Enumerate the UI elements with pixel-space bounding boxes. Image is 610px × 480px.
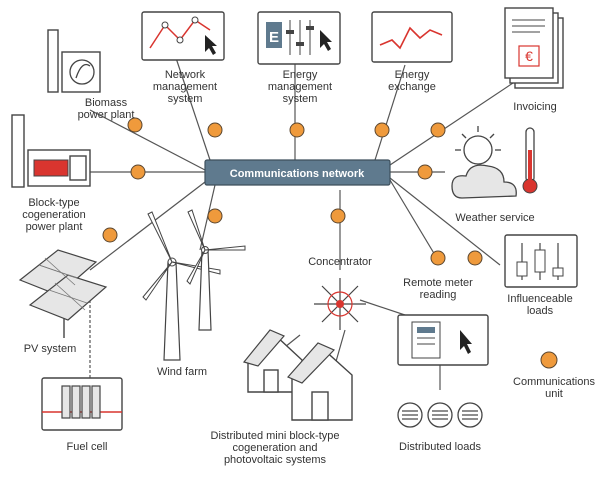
label-wind: Wind farm [156,366,208,378]
distributed-loads-icon [397,402,483,428]
energy-management-icon: E [257,11,341,65]
hub-label: Communications network [230,168,365,180]
comm-unit-dot [102,227,118,243]
legend-comm-unit-dot [540,351,558,369]
comm-unit-dot [430,122,446,138]
comm-unit-dot [127,117,143,133]
label-weather: Weather service [455,212,535,224]
comm-unit-dot [330,208,346,224]
influenceable-loads-icon [504,234,578,288]
invoicing-icon: € [504,7,564,89]
comm-unit-dot [289,122,305,138]
communication-unit-dots [102,117,558,369]
concentrator-icon [314,278,366,330]
distributed-mini-houses-icon [242,329,353,421]
biomass-plant-icon [47,29,101,93]
comm-unit-dot [417,164,433,180]
communications-network-hub: Communications network [204,159,391,186]
weather-service-icon [451,126,538,199]
comm-unit-dot [207,208,223,224]
label-fuel-cell: Fuel cell [66,441,108,453]
euro-symbol: € [525,48,533,64]
label-distributed-loads: Distributed loads [399,441,481,453]
comm-unit-dot [467,250,483,266]
remote-meter-screen-icon [397,314,489,366]
label-pv: PV system [23,343,77,355]
pv-system-icon [18,249,108,338]
comm-unit-dot [207,122,223,138]
block-cogeneration-icon [11,114,91,188]
wind-farm-icon [142,209,246,361]
label-invoicing: Invoicing [513,101,557,113]
energy-letter: E [269,29,279,46]
comm-unit-dot [130,164,146,180]
comm-unit-dot [374,122,390,138]
network-management-icon [141,11,225,61]
fuel-cell-icon [41,377,123,431]
label-concentrator: Concentrator [308,256,372,268]
comm-unit-dot [430,250,446,266]
energy-exchange-icon [371,11,453,63]
